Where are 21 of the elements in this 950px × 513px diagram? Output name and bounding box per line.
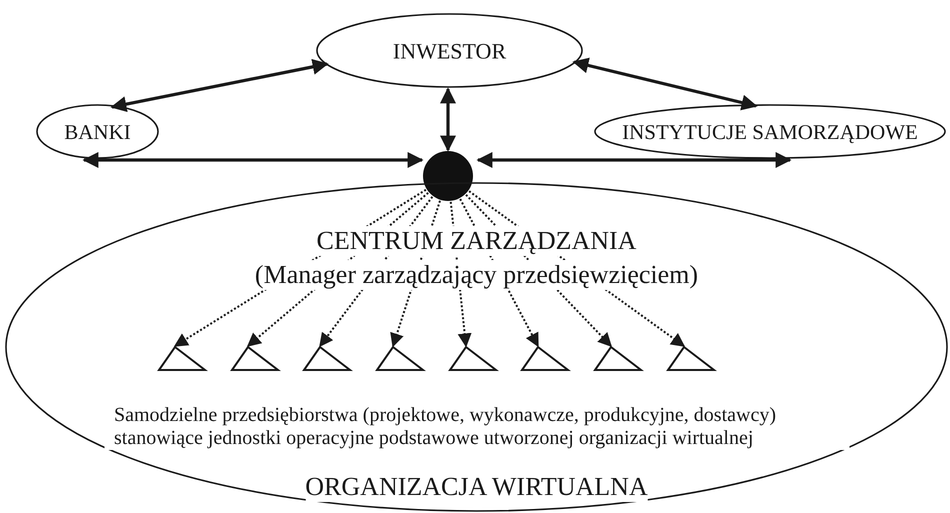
arrow [440, 87, 456, 152]
arrow [476, 152, 792, 168]
triangle-symbol [521, 346, 569, 371]
triangle-symbol [158, 346, 206, 371]
triangle-symbol [449, 346, 497, 371]
triangle-symbol [376, 346, 424, 371]
arrow [572, 58, 758, 110]
triangle-symbol [231, 346, 279, 371]
circle-node [423, 151, 473, 201]
node-text: (Manager zarządzający przedsięwzięciem) [254, 260, 698, 290]
node-label: CENTRUM ZARZĄDZANIA [316, 226, 636, 256]
triangle-symbol [594, 346, 642, 371]
triangle-symbol [303, 346, 351, 371]
ellipse-node [594, 104, 946, 159]
ellipse-node [36, 104, 159, 159]
triangle-symbol [667, 346, 715, 371]
ellipse-node [316, 13, 583, 88]
node-text: Samodzielne przedsiębiorstwa (projektowe, wykonawcze, produkcyjne, dostawcy) stanowiące jednostki operacyjne podstawowe utworzonej organizacji wirtualnej [104, 404, 849, 450]
arrow [82, 152, 424, 168]
arrow [110, 58, 329, 112]
organization-ellipse [5, 182, 948, 512]
